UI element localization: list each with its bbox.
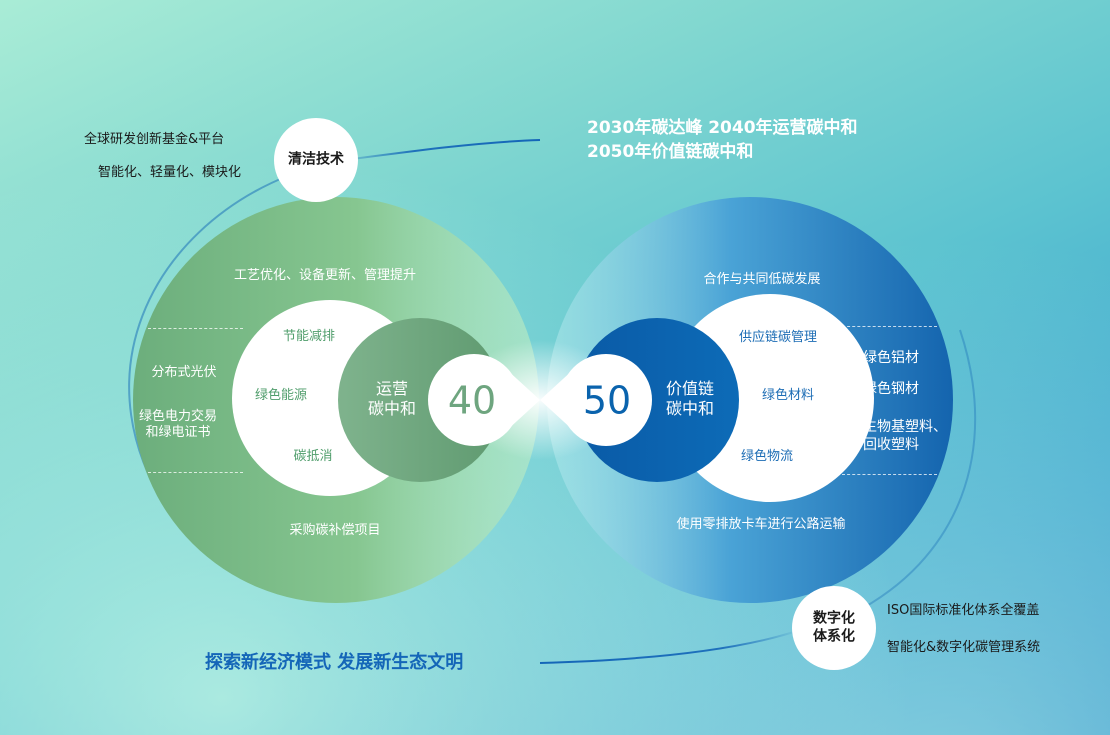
- top-badge-label: 清洁技术: [288, 151, 344, 168]
- outer-arc-bottom: [539, 629, 801, 664]
- right-top-text: 合作与共同低碳发展: [703, 271, 821, 287]
- bottom-badge-label: 数字化 体系化: [813, 610, 855, 645]
- bottom-badge-circle: [792, 586, 876, 670]
- right-side-item-3: 生物基塑料、 回收塑料: [863, 419, 947, 453]
- right-inner-item-2: 绿色材料: [761, 387, 815, 403]
- header-line-1: 2030年碳达峰 2040年运营碳中和: [587, 118, 858, 138]
- header-line-2: 2050年价值链碳中和: [587, 142, 754, 162]
- left-inner-item-3: 碳抵消: [293, 448, 333, 464]
- right-side-item-2: 绿色钢材: [863, 381, 919, 397]
- left-side-item-2: 绿色电力交易 和绿电证书: [138, 408, 218, 440]
- right-core-number: 50: [582, 378, 632, 423]
- left-core-label: 运营 碳中和: [367, 379, 417, 418]
- right-core-label: 价值链 碳中和: [665, 379, 715, 418]
- left-core-number: 40: [447, 378, 497, 423]
- left-top-text: 工艺优化、设备更新、管理提升: [233, 267, 417, 283]
- slogan: 探索新经济模式 发展新生态文明: [205, 652, 464, 673]
- right-inner-item-3: 绿色物流: [740, 448, 794, 464]
- right-bottom-text: 使用零排放卡车进行公路运输: [676, 516, 846, 532]
- right-number-bubble: [560, 354, 652, 446]
- bottom-right-item-1: ISO国际标准化体系全覆盖: [887, 603, 1040, 618]
- left-inner-item-2: 绿色能源: [254, 387, 308, 403]
- right-side-item-1: 绿色铝材: [863, 350, 919, 366]
- left-divider-top: [148, 328, 243, 329]
- outer-arc-top: [329, 139, 541, 163]
- left-number-bubble: [428, 354, 520, 446]
- top-left-item-2: 智能化、轻量化、模块化: [98, 165, 242, 180]
- right-divider-bottom: [842, 474, 937, 475]
- right-inner-item-1: 供应链碳管理: [738, 329, 818, 345]
- top-badge-circle: [274, 118, 358, 202]
- left-inner-item-1: 节能减排: [282, 328, 336, 344]
- right-connector: [540, 368, 575, 432]
- left-connector: [505, 368, 540, 432]
- bottom-right-item-2: 智能化&数字化碳管理系统: [887, 640, 1041, 655]
- left-bottom-text: 采购碳补偿项目: [289, 522, 381, 538]
- left-side-item-1: 分布式光伏: [151, 364, 217, 380]
- top-left-item-1: 全球研发创新基金&平台: [84, 132, 225, 147]
- right-divider-top: [842, 326, 937, 327]
- outer-arc-right: [849, 329, 977, 616]
- left-divider-bottom: [148, 472, 243, 473]
